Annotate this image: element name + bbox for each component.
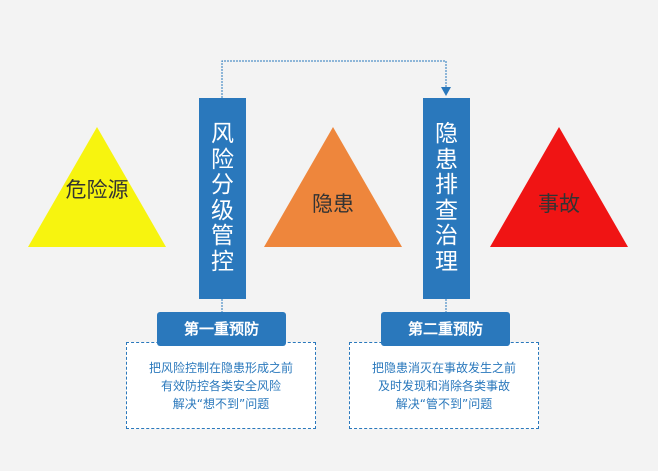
description-line: 及时发现和消除各类事故: [377, 379, 510, 393]
flow-connector-line: [221, 60, 447, 98]
description-line: 把隐患消灭在事故发生之前: [371, 361, 516, 375]
description-line: 解决“管不到”问题: [395, 397, 493, 411]
first-prevention-box: 把风险控制在隐患形成之前 有效防控各类安全风险 解决“想不到”问题: [126, 342, 316, 429]
description-line: 有效防控各类安全风险: [160, 379, 281, 393]
risk-control-bar: 风险分级管控: [199, 98, 246, 299]
hazard-source-triangle: [28, 127, 166, 247]
accident-triangle: [490, 127, 628, 247]
hazard-investigation-label: 隐患排查治理: [435, 121, 458, 275]
description-line: 解决“想不到”问题: [172, 397, 270, 411]
hidden-danger-label: 隐患: [312, 192, 354, 216]
accident-label: 事故: [538, 192, 580, 216]
risk-control-label: 风险分级管控: [211, 121, 234, 275]
arrow-down-icon: [441, 87, 451, 96]
hazard-investigation-bar: 隐患排查治理: [423, 98, 470, 299]
hazard-source-label: 危险源: [65, 178, 129, 202]
second-prevention-title: 第二重预防: [381, 312, 510, 346]
hidden-danger-triangle: [264, 127, 402, 247]
first-prevention-title: 第一重预防: [157, 312, 286, 346]
description-line: 把风险控制在隐患形成之前: [148, 361, 293, 375]
second-prevention-box: 把隐患消灭在事故发生之前 及时发现和消除各类事故 解决“管不到”问题: [349, 342, 539, 429]
